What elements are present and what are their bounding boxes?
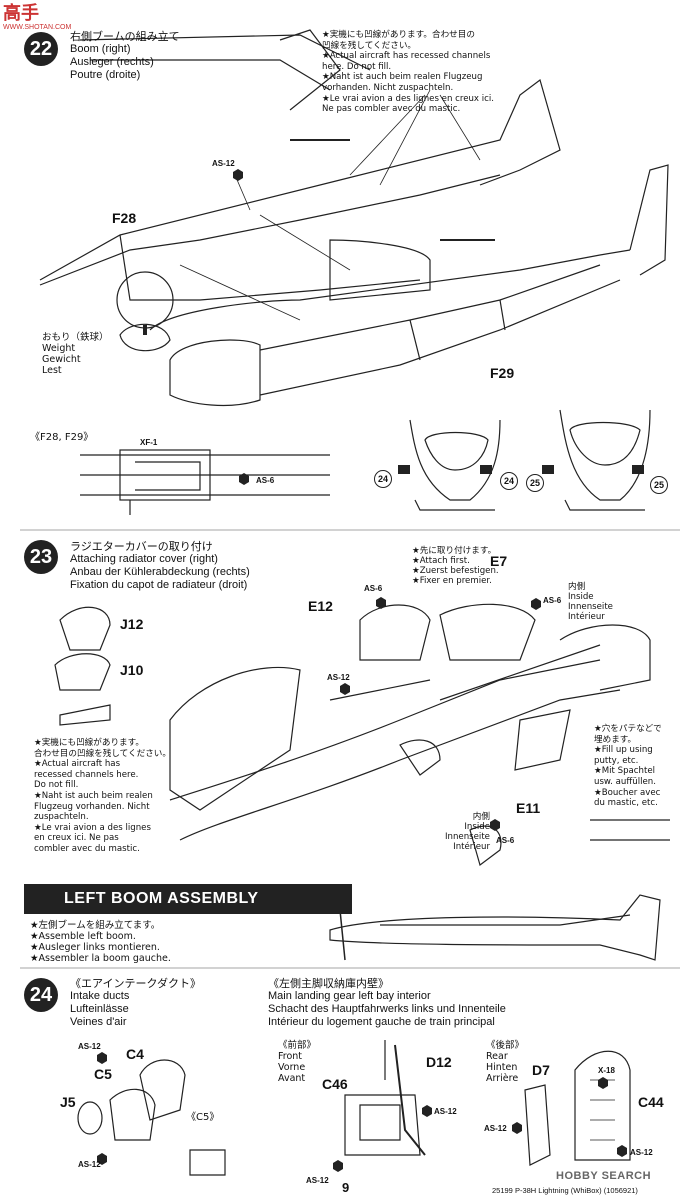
detail-c5-label: 《C5》 xyxy=(186,1112,220,1123)
intake-title-jp: 《エアインテークダクト》 xyxy=(70,977,202,990)
putty-note: ★穴をパテなどで 埋めます。 ★Fill up using putty, etc… xyxy=(594,724,662,809)
gear-bay-title-fr: Intérieur du logement gauche de train pr… xyxy=(268,1016,495,1028)
intake-title-de: Lufteinlässe xyxy=(70,1003,129,1015)
boom-right-drawing xyxy=(39,29,669,407)
step-23-as6-bottom: AS-6 xyxy=(496,836,515,845)
nacelle-detail-drawings xyxy=(409,409,651,511)
step-22-title-jp: 右側ブームの組み立て xyxy=(70,30,180,43)
cement-marks xyxy=(97,169,644,1172)
left-boom-plane-drawing xyxy=(329,894,661,961)
step-23-title-jp: ラジエターカバーの取り付け xyxy=(70,540,213,553)
part-c4-label: C4 xyxy=(126,1046,144,1062)
radiator-cover-drawing xyxy=(54,603,670,867)
part-e12-label: E12 xyxy=(308,598,333,614)
rear-label: 《後部》 Rear Hinten Arrière xyxy=(486,1040,525,1084)
xf1-label: XF-1 xyxy=(140,438,158,447)
step-24-as12-bottom: AS-12 xyxy=(78,1160,101,1169)
intake-title-fr: Veines d'air xyxy=(70,1016,127,1028)
step-24-as12-top: AS-12 xyxy=(78,1042,101,1051)
part-j5-label: J5 xyxy=(60,1094,76,1110)
step-22-title-de: Ausleger (rechts) xyxy=(70,56,154,68)
step-23-title-de: Anbau der Kühlerabdeckung (rechts) xyxy=(70,566,250,578)
part-e7-label: E7 xyxy=(490,553,508,569)
x18-label: X-18 xyxy=(598,1066,615,1075)
step-24-as12-gear-right: AS-12 xyxy=(434,1107,457,1116)
step-23-channel-note: ★実機にも凹線があります。 合わせ目の凹線を残してください。 ★Actual a… xyxy=(34,738,171,854)
part-j12-label: J12 xyxy=(120,616,144,632)
step-23-as12-label: AS-12 xyxy=(327,673,350,682)
attach-first-note: ★先に取り付けます。 ★Attach first. ★Zuerst befest… xyxy=(412,546,499,586)
front-label: 《前部》 Front Vorne Avant xyxy=(278,1040,317,1084)
detail-f28-f29-label: 《F28, F29》 xyxy=(30,432,94,443)
inside-label-bottom: 内側 Inside Innenseite Intérieur xyxy=(445,812,490,852)
gear-bay-title-de: Schacht des Hauptfahrwerks links und Inn… xyxy=(268,1003,506,1015)
step-24-as12-rear-left: AS-12 xyxy=(484,1124,507,1133)
product-code: 25199 P-38H Lightning (WhiBox) (1056921) xyxy=(492,1186,638,1195)
part-d7-label: D7 xyxy=(532,1062,550,1078)
part-f28-label: F28 xyxy=(112,210,137,226)
step-23-title-en: Attaching radiator cover (right) xyxy=(70,553,218,565)
step-24-number: 24 xyxy=(24,978,58,1012)
step-23-title-fr: Fixation du capot de radiateur (droit) xyxy=(70,579,248,591)
step-22-title-fr: Poutre (droite) xyxy=(70,69,141,81)
step-22-channel-note: ★実機にも凹線があります。合わせ目の 凹線を残してください。 ★Actual a… xyxy=(322,30,494,115)
step-24-as12-rear-right: AS-12 xyxy=(630,1148,653,1157)
ref-25-left: 25 xyxy=(526,474,544,492)
part-c5-label: C5 xyxy=(94,1066,112,1082)
part-j10-label: J10 xyxy=(120,662,144,678)
page-number: 9 xyxy=(342,1180,350,1195)
step-22-title-en: Boom (right) xyxy=(70,43,131,55)
banner-title: LEFT BOOM ASSEMBLY xyxy=(64,890,259,907)
step-23-as6-top-left: AS-6 xyxy=(364,584,383,593)
site-logo: 高手 WWW.SHOTAN.COM xyxy=(3,4,73,34)
detail-f28-f29-drawing xyxy=(80,449,330,515)
step-22-number: 22 xyxy=(24,32,58,66)
logo-text: 高手 xyxy=(3,3,39,24)
step-24-as12-gear-bottom: AS-12 xyxy=(306,1176,329,1185)
step-23-as6-top-right: AS-6 xyxy=(543,596,562,605)
part-d12-label: D12 xyxy=(426,1054,452,1070)
part-c46-label: C46 xyxy=(322,1076,348,1092)
ref-25-right: 25 xyxy=(650,476,668,494)
left-boom-instruction: ★左側ブームを組み立てます。 ★Assemble left boom. ★Aus… xyxy=(30,920,171,964)
step24-part-drawings xyxy=(77,1040,631,1176)
step-23-number: 23 xyxy=(24,540,58,574)
step-22-as12-label: AS-12 xyxy=(212,159,235,168)
part-e11-label: E11 xyxy=(516,800,541,816)
logo-url: WWW.SHOTAN.COM xyxy=(3,24,72,31)
hobby-search-watermark: HOBBY SEARCH xyxy=(556,1170,652,1182)
part-c44-label: C44 xyxy=(638,1094,664,1110)
weight-label: おもり（鉄球） Weight Gewicht Lest xyxy=(42,332,109,376)
ref-24-left: 24 xyxy=(374,470,392,488)
ref-24-right: 24 xyxy=(500,472,518,490)
gear-bay-title-jp: 《左側主脚収納庫内壁》 xyxy=(268,977,389,990)
left-boom-assembly-banner: LEFT BOOM ASSEMBLY xyxy=(24,884,352,914)
detail-as6-label: AS-6 xyxy=(256,476,275,485)
part-f29-label: F29 xyxy=(490,365,515,381)
gear-bay-title-en: Main landing gear left bay interior xyxy=(268,990,431,1002)
inside-label-top: 内側 Inside Innenseite Intérieur xyxy=(568,582,613,622)
intake-title-en: Intake ducts xyxy=(70,990,130,1002)
